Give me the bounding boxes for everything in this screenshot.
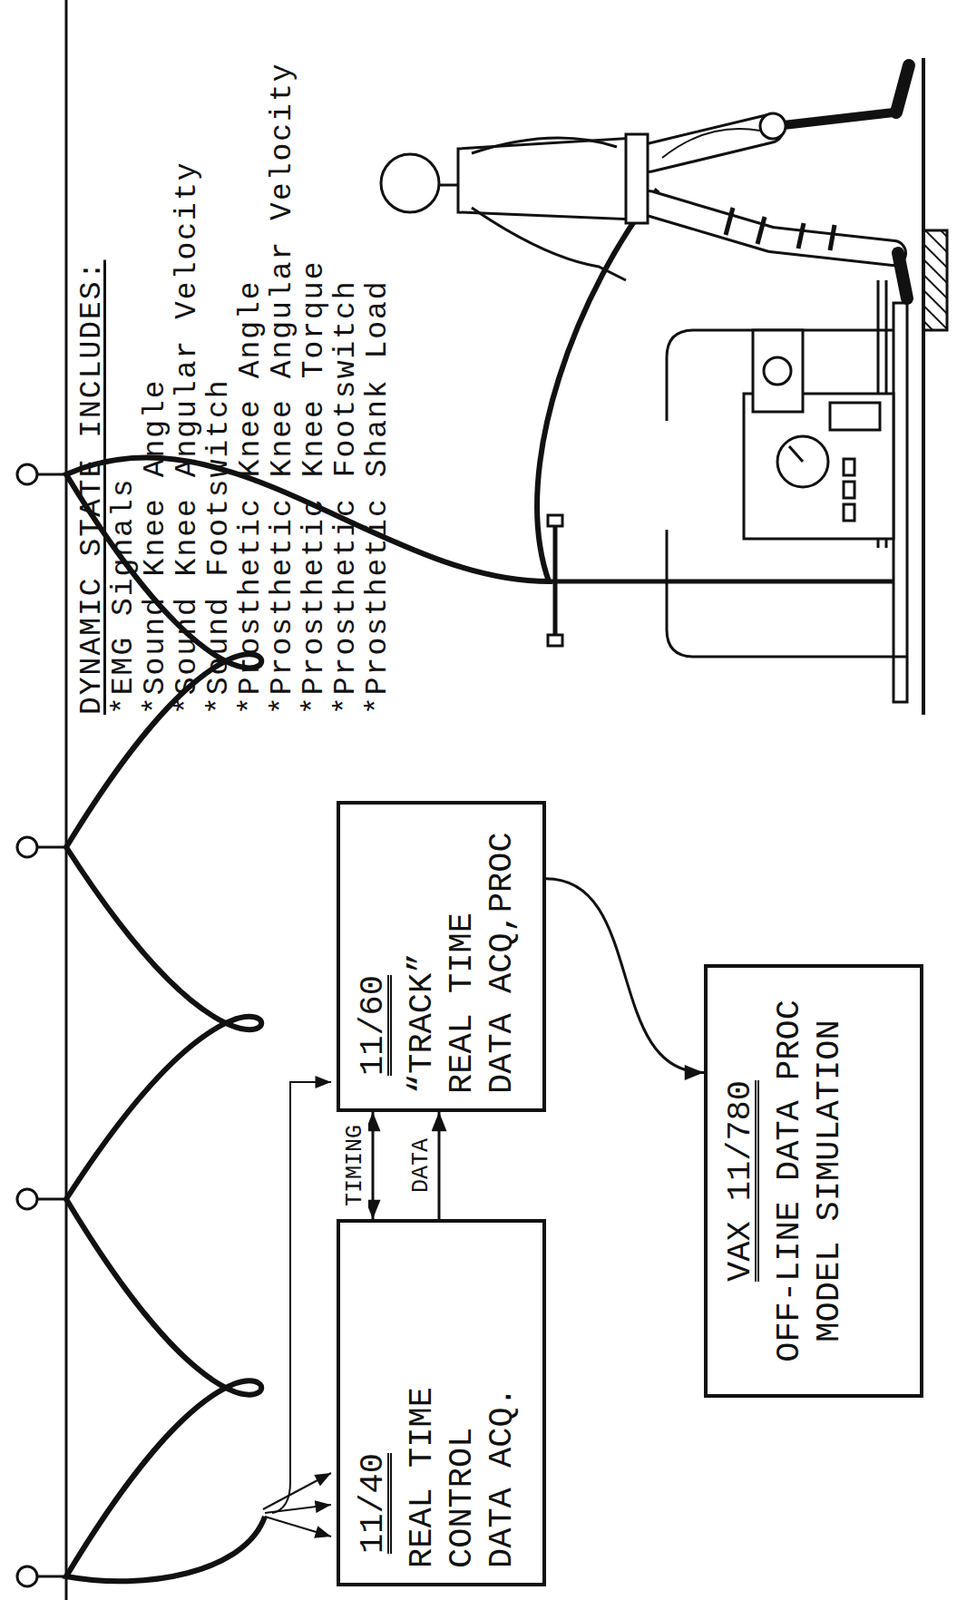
signal-arrow [438,1112,441,1220]
prosthetic-shank [775,112,894,127]
arms [471,137,626,281]
prosthetic-knee [760,113,786,139]
knee-lead [662,128,761,158]
signal-name: *EMG Signals [107,61,140,715]
box-description: OFF-LINE DATA PROC MODEL SIMULATION [769,999,850,1363]
force-plate [923,230,948,331]
box-description: “TRACK” [401,831,442,1094]
treadmill [547,280,908,703]
cable-wire [272,1082,332,1514]
treadmill-base [893,302,908,703]
computer-name: VAX 11/780 [720,982,761,1380]
signal-name: *Prosthetic Knee Angle [234,61,267,715]
head [380,154,440,213]
signal-name: *Sound Footswitch [203,61,235,715]
ceiling-cable [17,0,658,1600]
signal-name: *Prosthetic Footswitch [330,61,362,715]
dial-needle [789,446,803,462]
signal-name: *Prosthetic Shank Load [361,61,394,715]
dynamic-state-list: DYNAMIC STATE INCLUDES:*EMG Signals*Soun… [76,61,394,715]
computer-box: 11/60“TRACK”REAL TIME DATA ACQ,PROC [336,800,547,1113]
prosthetic-foot [896,65,909,113]
signal-arrow [546,878,704,1074]
sound-leg [648,203,894,254]
box-description: REAL TIME DATA ACQ,PROC [441,831,522,1094]
cable-wire [264,1516,332,1537]
walking-subject [380,65,909,299]
computer-name: 11/40 [352,1237,393,1554]
signal-name: *Prosthetic Knee Torque [298,61,331,715]
ceiling-rail [65,0,69,1600]
dial [777,436,829,488]
arrow-label: TIMING [342,1122,369,1210]
signal-arrow [371,1112,375,1220]
signal-name: *Sound Knee Angular Velocity [171,61,204,715]
hip-harness [625,134,648,224]
computer-name: 11/60 [352,819,393,1076]
sensor-straps [725,207,835,251]
signal-name: *Sound Knee Angle [139,61,172,715]
floor-line [921,58,926,715]
cable-hooks [17,464,67,1587]
signal-name: *Prosthetic Knee Angular Velocity [266,61,299,715]
list-heading: DYNAMIC STATE INCLUDES: [76,61,108,715]
box-description: REAL TIME CONTROL DATA ACQ. [401,1367,522,1569]
computer-box: 11/40REAL TIME CONTROL DATA ACQ. [336,1219,547,1587]
computer-box: VAX 11/780OFF-LINE DATA PROC MODEL SIMUL… [703,964,924,1398]
prosthetic-socket [648,128,770,158]
monitor-box [752,330,803,412]
control-console [743,393,894,539]
sound-foot [898,253,908,299]
cable-wire [263,1473,332,1510]
handrail-frame [666,330,908,657]
arrow-label: DATA [409,1135,435,1196]
